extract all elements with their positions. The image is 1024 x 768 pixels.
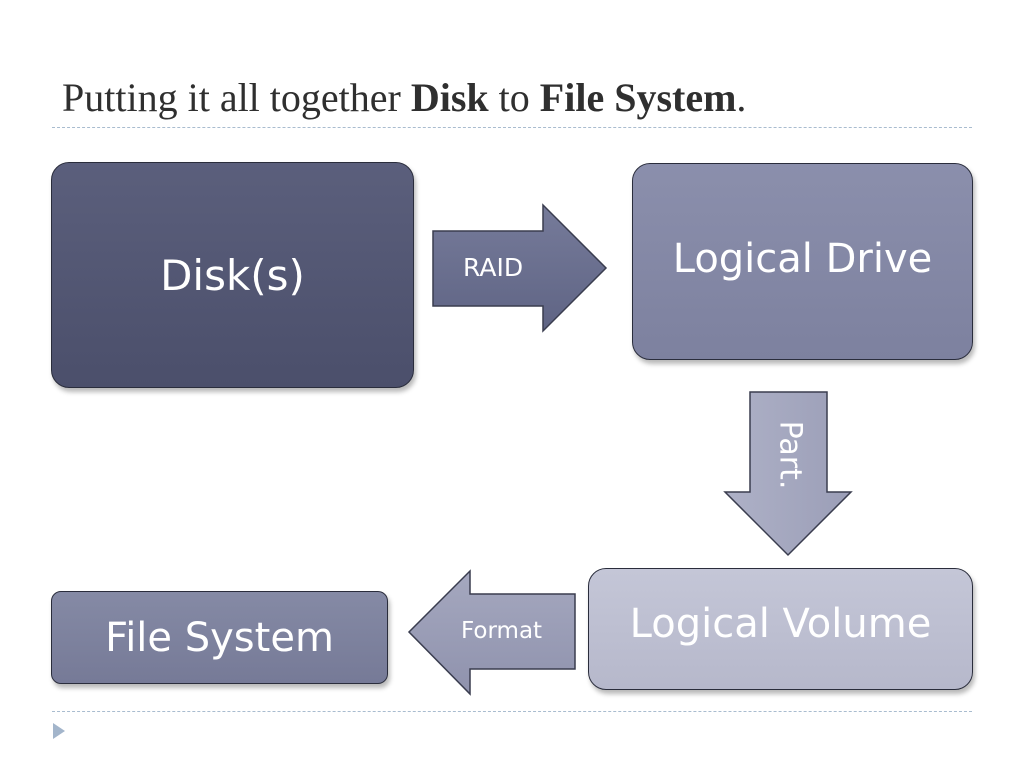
title-text-1: Putting it all together <box>62 75 411 120</box>
title-bold-file-system: File System <box>539 75 737 120</box>
raid-arrow-label: RAID <box>463 253 524 282</box>
logical-volume-label: Logical Volume <box>629 601 932 647</box>
title-text-2: to <box>488 75 540 120</box>
part-arrow-label: Part. <box>772 420 808 490</box>
slide-title: Putting it all together Disk to File Sys… <box>62 74 746 121</box>
logical-drive-label: Logical Drive <box>672 236 933 282</box>
disks-box: Disk(s) <box>51 162 414 388</box>
file-system-box: File System <box>51 591 388 684</box>
logical-drive-box: Logical Drive <box>632 163 973 360</box>
title-divider <box>52 127 972 128</box>
triangle-right-bullet-icon <box>53 723 65 739</box>
footer-divider <box>52 711 972 712</box>
format-arrow-icon <box>407 569 576 696</box>
title-bold-disk: Disk <box>410 75 489 120</box>
logical-volume-box: Logical Volume <box>588 568 973 690</box>
format-arrow-label: Format <box>461 618 543 644</box>
part-arrow-icon <box>723 391 853 557</box>
file-system-label: File System <box>105 614 334 661</box>
title-period: . <box>736 75 747 120</box>
raid-arrow-icon <box>432 203 608 333</box>
disks-label: Disk(s) <box>160 250 305 300</box>
